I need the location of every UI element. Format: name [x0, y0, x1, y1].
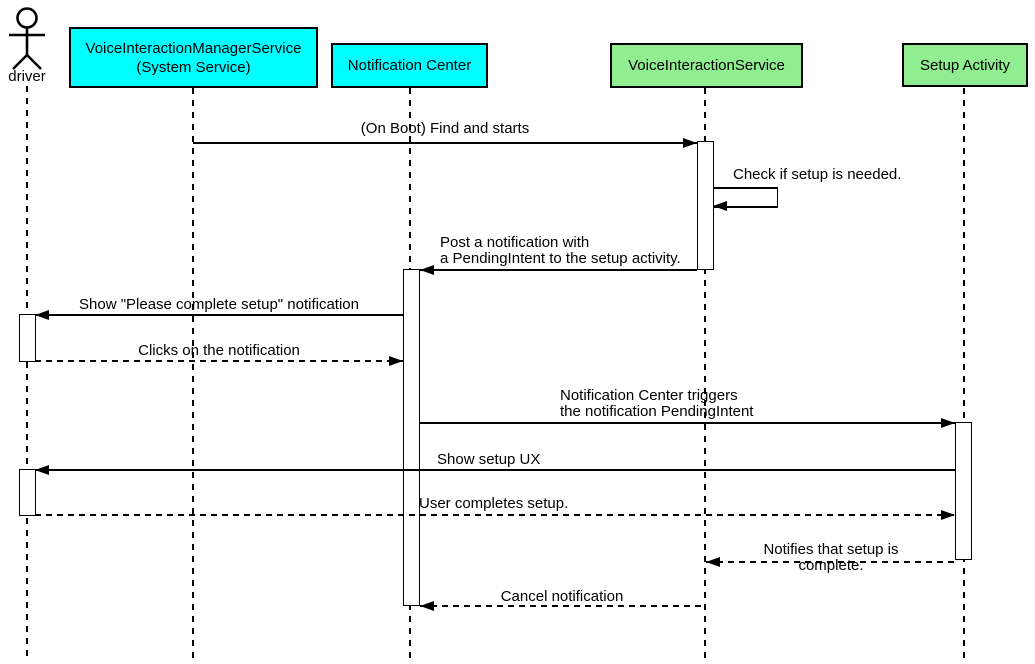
message-4-line	[35, 314, 403, 316]
lifeline-voice-interaction-service	[704, 88, 706, 658]
message-1-arrowhead-icon	[683, 138, 697, 148]
lifeline-voice-interaction-manager-service	[192, 88, 194, 658]
message-6-label: Notification Center triggers the notific…	[560, 387, 754, 420]
message-4-label: Show "Please complete setup" notificatio…	[79, 296, 359, 313]
message-5-line	[35, 360, 403, 362]
message-2-line-top	[713, 187, 778, 189]
message-10-line	[420, 605, 705, 607]
message-8-line	[35, 514, 955, 516]
message-2-line-side	[776, 187, 778, 207]
message-9-arrowhead-icon	[706, 557, 720, 567]
message-6-arrowhead-icon	[941, 418, 955, 428]
message-7-line	[35, 469, 955, 471]
message-3-line	[420, 269, 697, 271]
message-1-label: (On Boot) Find and starts	[360, 120, 530, 137]
activation-setup-activity	[955, 422, 972, 560]
message-2-line-bottom	[713, 206, 778, 208]
message-7-label: Show setup UX	[437, 451, 541, 468]
message-7-arrowhead-icon	[35, 465, 49, 475]
participant-voice-interaction-service: VoiceInteractionService	[610, 43, 803, 88]
lifeline-setup-activity	[963, 88, 965, 658]
message-3-arrowhead-icon	[420, 265, 434, 275]
participant-notification-center: Notification Center	[331, 43, 488, 88]
message-10-arrowhead-icon	[420, 601, 434, 611]
activation-driver-1	[19, 314, 36, 362]
message-3-label: Post a notification with a PendingIntent…	[440, 234, 681, 267]
message-8-label: User completes setup.	[419, 495, 569, 512]
participant-voice-interaction-manager-service: VoiceInteractionManagerService (System S…	[69, 27, 318, 88]
message-9-label: Notifies that setup is complete.	[763, 541, 899, 574]
message-2-arrowhead-icon	[713, 201, 727, 211]
message-5-label: Clicks on the notification	[138, 342, 300, 359]
message-2-label: Check if setup is needed.	[733, 166, 902, 183]
message-1-line	[193, 142, 697, 144]
message-4-arrowhead-icon	[35, 310, 49, 320]
message-10-label: Cancel notification	[500, 588, 624, 605]
activation-voice-interaction-service	[697, 141, 714, 270]
lifeline-driver	[26, 86, 28, 658]
actor-driver-label: driver	[8, 68, 46, 85]
message-8-arrowhead-icon	[941, 510, 955, 520]
message-9-line	[706, 561, 955, 563]
message-6-line	[420, 422, 956, 424]
message-5-arrowhead-icon	[389, 356, 403, 366]
activation-driver-2	[19, 469, 36, 516]
activation-notification-center	[403, 269, 420, 606]
actor-driver-icon	[7, 6, 47, 71]
participant-setup-activity: Setup Activity	[902, 43, 1028, 87]
